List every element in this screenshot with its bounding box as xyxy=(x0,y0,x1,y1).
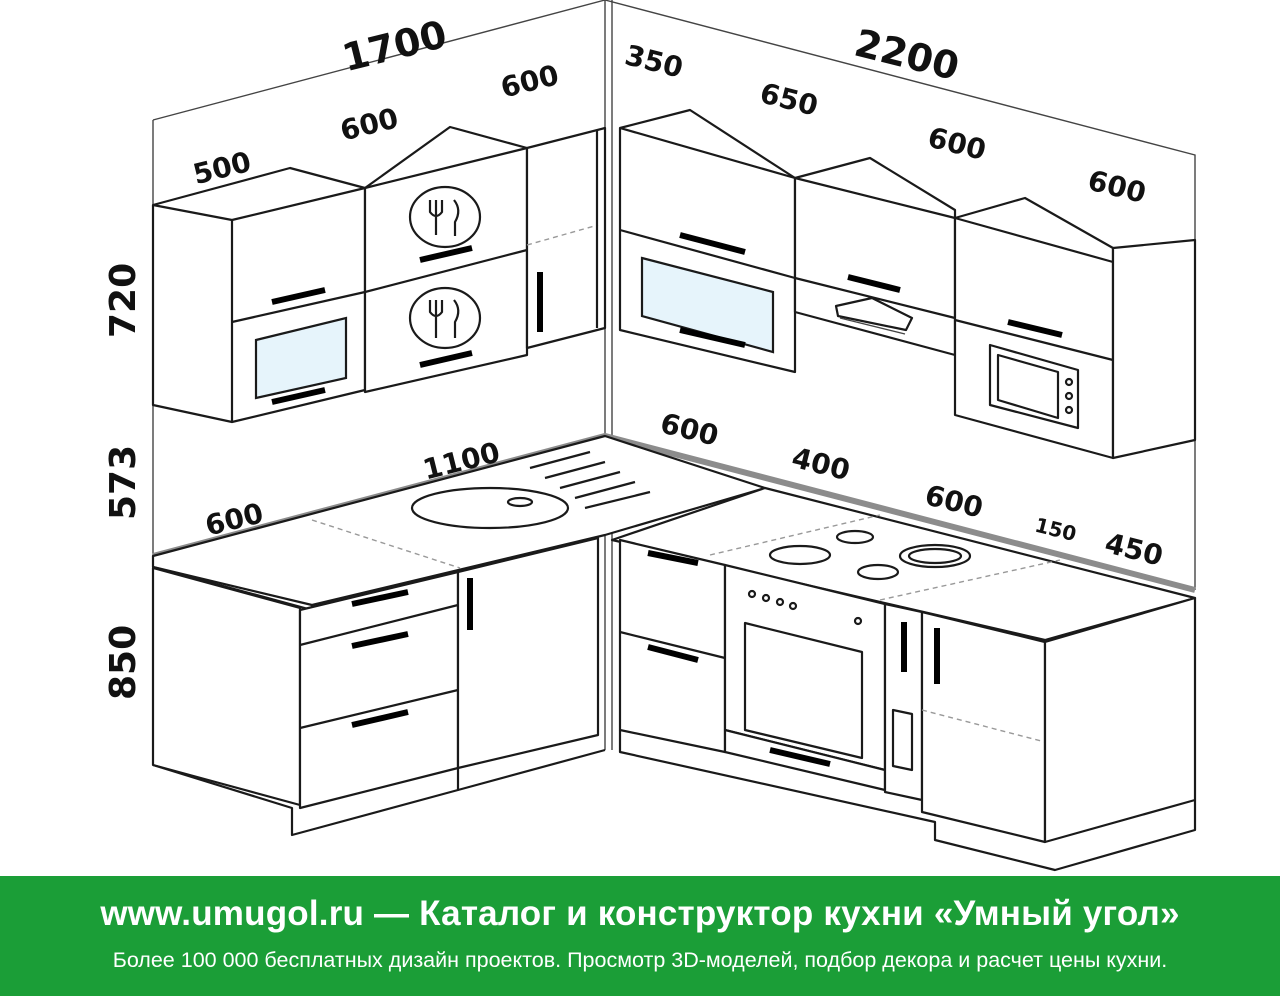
dim-counter-600-corner: 600 xyxy=(657,406,722,452)
upper-left-cabinets xyxy=(151,125,607,424)
dim-top-left-total: 1700 xyxy=(338,12,451,80)
dim-counter-600-hob: 600 xyxy=(922,478,987,524)
base-right-cabinets xyxy=(618,538,1197,872)
dim-upper-600a: 600 xyxy=(337,101,402,147)
dim-upper-600d: 600 xyxy=(1085,164,1150,210)
dim-upper-600c: 600 xyxy=(925,121,990,167)
footer-subtitle: Более 100 000 бесплатных дизайн проектов… xyxy=(112,948,1168,972)
dim-height-850: 850 xyxy=(103,625,144,700)
dim-upper-600b: 600 xyxy=(497,58,562,104)
dim-height-720: 720 xyxy=(103,263,144,338)
kitchen-svg: 1700 2200 500 600 600 350 650 600 600 72… xyxy=(103,0,1197,872)
dim-height-573: 573 xyxy=(103,445,144,520)
dim-counter-150: 150 xyxy=(1033,513,1079,546)
base-left-cabinets xyxy=(151,536,606,837)
footer-title[interactable]: www.umugol.ru — Каталог и конструктор ку… xyxy=(100,894,1180,933)
kitchen-diagram: 1700 2200 500 600 600 350 650 600 600 72… xyxy=(103,0,1197,872)
dim-upper-650: 650 xyxy=(757,76,822,122)
footer-banner: www.umugol.ru — Каталог и конструктор ку… xyxy=(0,876,1280,996)
dim-counter-400: 400 xyxy=(789,441,854,487)
dim-upper-350: 350 xyxy=(622,38,687,84)
upper-right-cabinets xyxy=(618,108,1197,460)
